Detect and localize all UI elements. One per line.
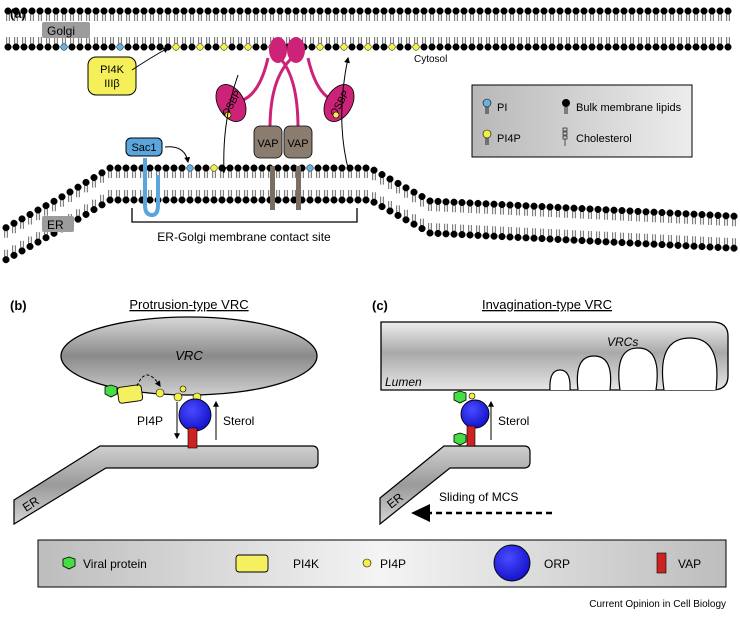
sterol-label-b: Sterol <box>223 414 254 428</box>
credit-line: Current Opinion in Cell Biology <box>589 599 726 610</box>
sac1-arrow <box>164 146 191 164</box>
legend-pi4p: PI4P <box>497 133 521 145</box>
lumen-label: Lumen <box>385 375 422 389</box>
legend-cholesterol: Cholesterol <box>576 133 632 145</box>
golgi-label: Golgi <box>47 24 75 38</box>
panel-b: (b) Protrusion-type VRC VRC ER PI4P Ster… <box>10 297 319 526</box>
vrc-invagination <box>549 369 571 391</box>
osbp-left <box>215 84 247 122</box>
sac1-protein: Sac1 <box>125 137 163 218</box>
vap-left <box>253 125 283 159</box>
er-label-a: ER <box>47 218 64 232</box>
vrcs-label: VRCs <box>607 335 638 349</box>
pi-icon <box>482 98 492 108</box>
panel-c: (c) Invagination-type VRC Lumen VRCs ER … <box>372 297 729 526</box>
golgi-label-box <box>42 22 90 38</box>
viral-protein-b <box>104 384 118 398</box>
mcs-label: ER-Golgi membrane contact site <box>157 230 331 244</box>
pi4p-transport-arrow <box>220 74 239 174</box>
orp-c <box>460 399 490 429</box>
cholesterol-transport-arrow <box>341 56 350 173</box>
osbp-right <box>323 84 355 122</box>
osbp-vap-complex: OSBP OSBP VAP VAP <box>215 37 355 210</box>
panel-c-letter: (c) <box>372 298 388 313</box>
viral-protein-c <box>453 432 467 446</box>
vrc-invagination <box>661 337 718 391</box>
pi4k-iiib-label: IIIβ <box>104 78 120 90</box>
sliding-label: Sliding of MCS <box>439 490 518 504</box>
legend-pi: PI <box>497 102 507 114</box>
legend-pi4k: PI4K <box>293 557 319 571</box>
pi4p-b <box>155 388 165 398</box>
bottom-legend: Viral protein PI4K PI4P ORP VAP <box>37 539 727 588</box>
legend-orp: ORP <box>544 557 570 571</box>
vap-c <box>466 425 476 447</box>
orp-b <box>178 398 212 432</box>
pi4k-arrow <box>131 47 170 71</box>
vrc-invagination <box>618 347 658 391</box>
viral-protein-icon <box>62 556 76 570</box>
pi4p-b <box>173 392 183 402</box>
legend-a: PI PI4P Bulk membrane lipids Cholesterol <box>471 84 693 158</box>
pi4p-c <box>468 392 476 400</box>
legend-bulk: Bulk membrane lipids <box>576 102 682 114</box>
vap-b <box>187 427 198 449</box>
vrc-ellipse <box>60 316 318 396</box>
vrc-label: VRC <box>175 348 203 363</box>
legend-viral: Viral protein <box>83 557 147 571</box>
golgi-membrane <box>4 7 732 51</box>
pi4p-icon <box>362 558 372 568</box>
er-tube-c <box>379 445 531 526</box>
legend-vap: VAP <box>678 557 701 571</box>
pi4k-iiib-enzyme: PI4K IIIβ <box>87 56 137 96</box>
osbp-ph-domain <box>287 37 305 63</box>
bulk-lipid-icon <box>562 99 570 107</box>
orp-icon <box>493 544 531 582</box>
viral-protein-c <box>453 390 467 404</box>
panel-b-title: Protrusion-type VRC <box>129 297 248 312</box>
pi4p-icon <box>482 129 492 139</box>
pi4k-b <box>116 384 144 404</box>
er-label-box <box>42 216 74 232</box>
vrc-invagination <box>576 355 612 391</box>
sliding-arrowhead <box>411 504 430 522</box>
pi4k-icon <box>235 554 269 573</box>
panel-b-letter: (b) <box>10 298 27 313</box>
osbp-ph-domain <box>269 37 287 63</box>
vap-label-left: VAP <box>257 138 278 150</box>
cholesterol-icon <box>562 127 568 146</box>
mcs-bracket <box>131 208 358 223</box>
sterol-label-c: Sterol <box>498 414 529 428</box>
er-tube-b <box>13 445 319 526</box>
vap-icon <box>656 552 667 574</box>
vap-label-right: VAP <box>287 138 308 150</box>
cytosol-label: Cytosol <box>414 54 447 65</box>
panel-c-title: Invagination-type VRC <box>482 297 612 312</box>
sac1-label: Sac1 <box>131 142 156 154</box>
pi4p-label-b: PI4P <box>137 414 163 428</box>
pi4k-label: PI4K <box>100 64 125 76</box>
er-membrane <box>2 164 738 264</box>
pi4p-b <box>179 385 187 393</box>
pi4k-activity-arrow <box>136 374 161 388</box>
legend-pi4p-bottom: PI4P <box>380 557 406 571</box>
vap-right <box>283 125 313 159</box>
panel-a: (a) Golgi Cytosol ER PI4K IIIβ Sac1 <box>2 6 738 264</box>
